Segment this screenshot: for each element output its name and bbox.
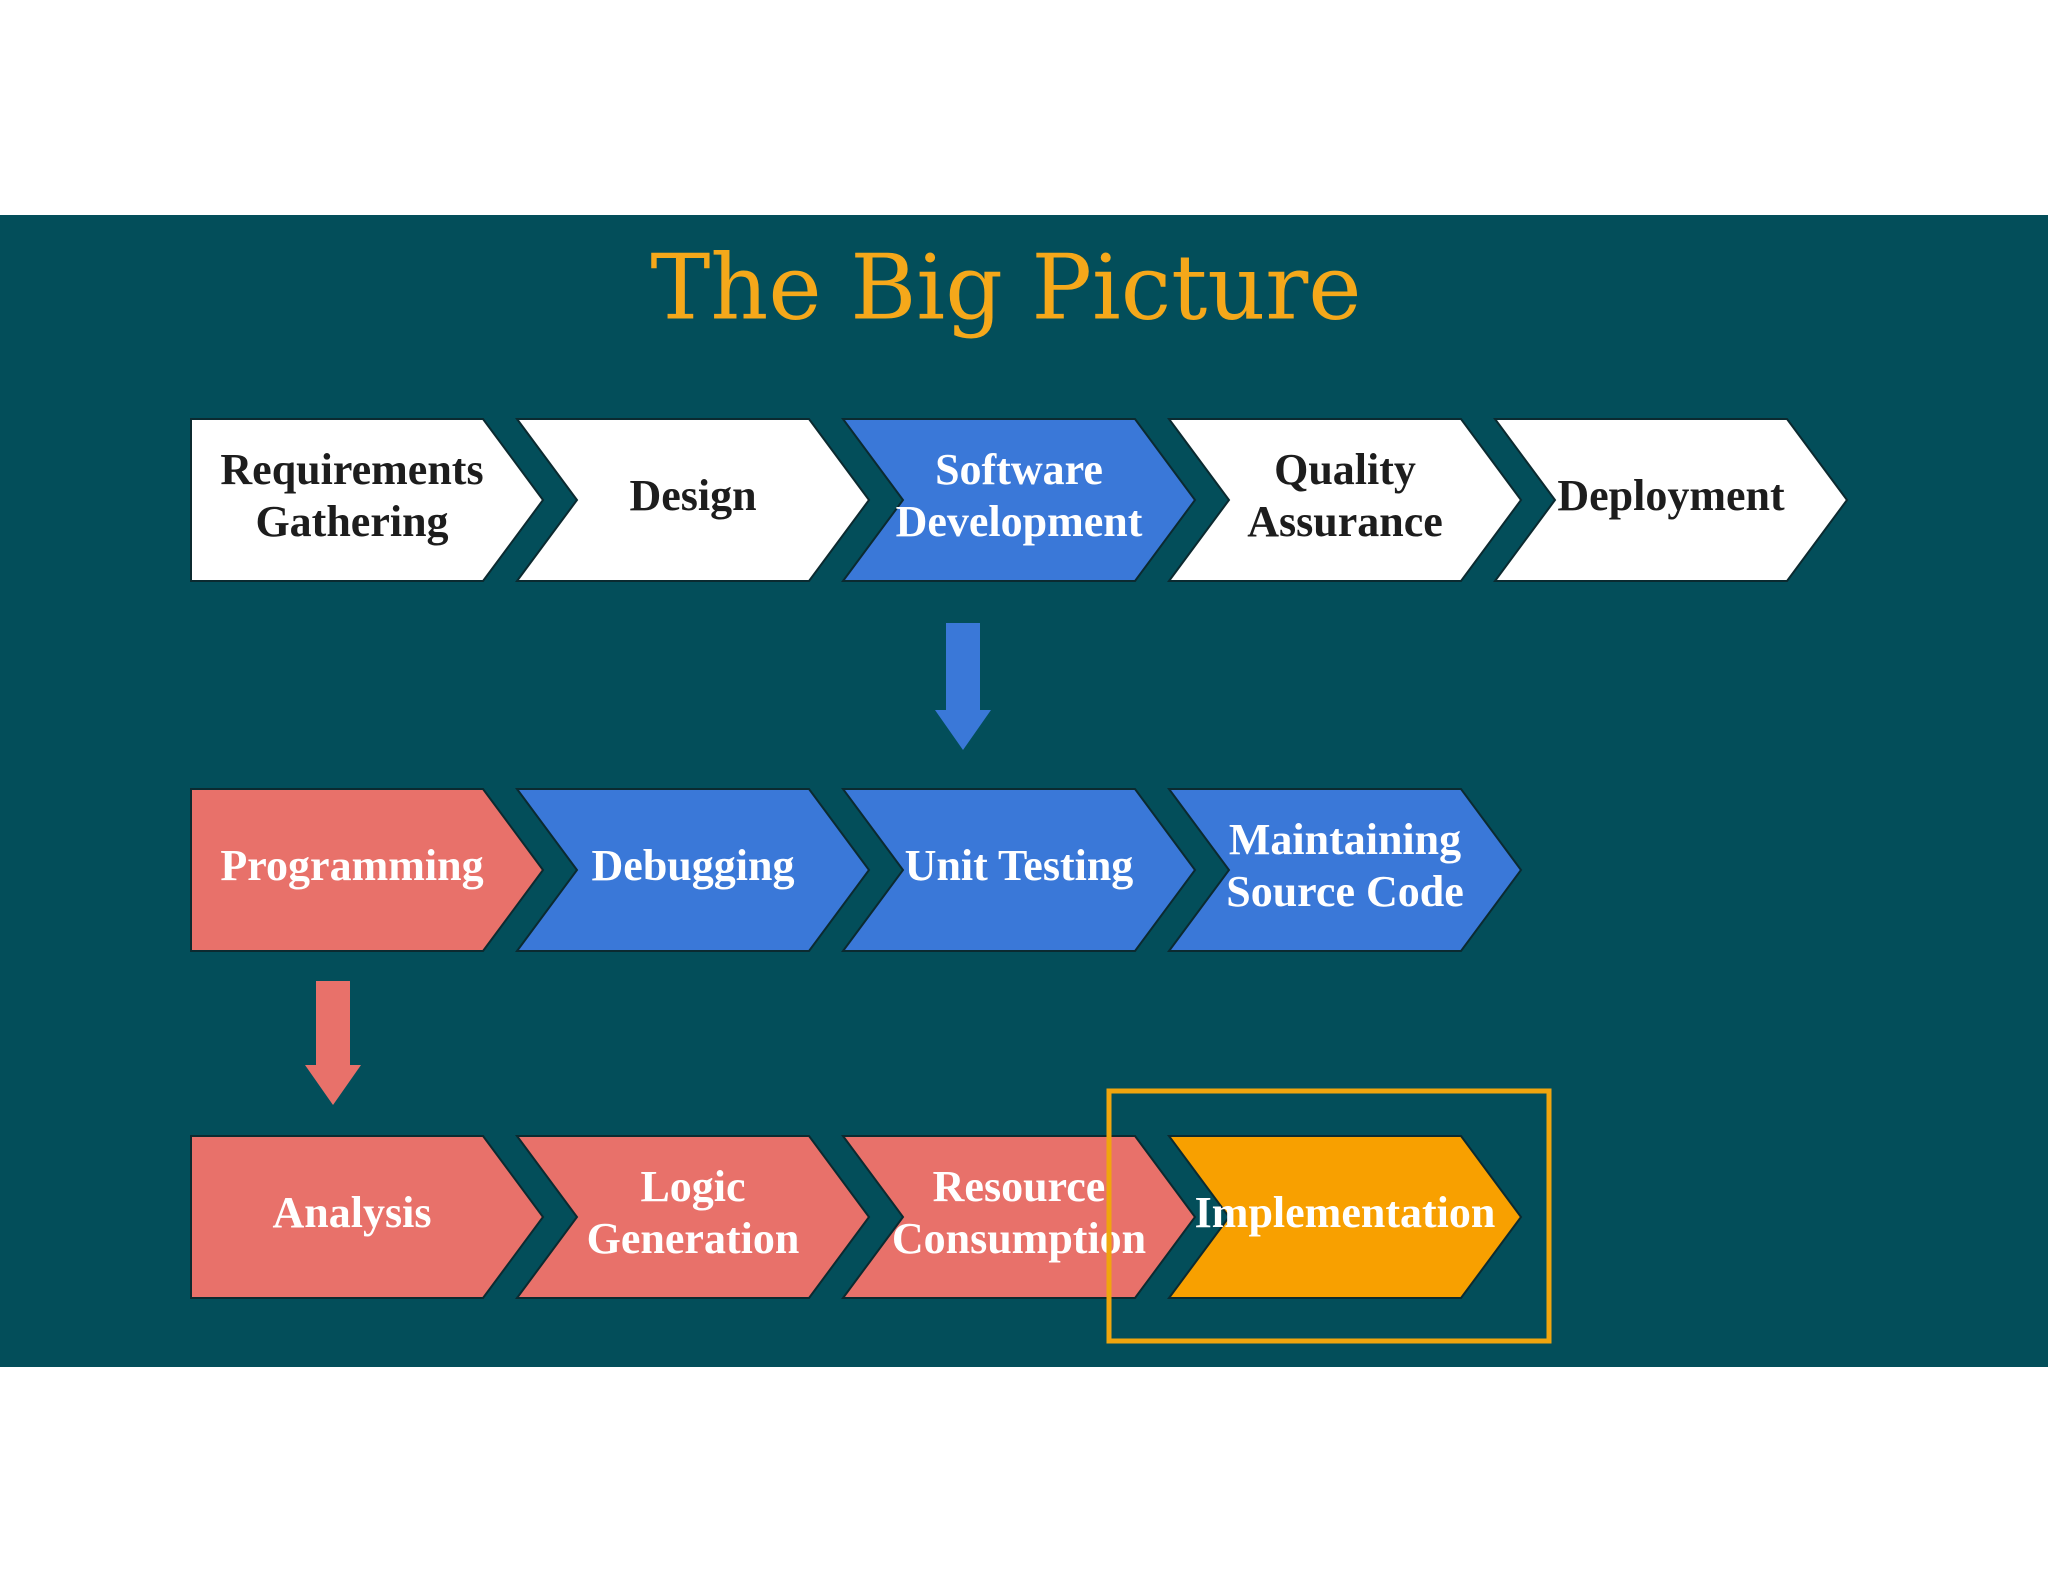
step-label: Requirements: [220, 445, 483, 494]
chevron-implementation: [1167, 1135, 1523, 1299]
step-implementation: Implementation: [1167, 1135, 1523, 1299]
step-label: Design: [629, 471, 756, 520]
chevron-deployment: [1493, 418, 1849, 582]
step-debugging: Debugging: [515, 788, 871, 952]
slide-title: The Big Picture: [650, 235, 1361, 340]
highlight-box: [1106, 1088, 1552, 1344]
step-unit-testing: Unit Testing: [841, 788, 1197, 952]
chevron-quality-assurance: [1167, 418, 1523, 582]
step-label: Source Code: [1226, 867, 1464, 916]
step-deployment: Deployment: [1493, 418, 1849, 582]
chevron-programming: [190, 788, 545, 952]
chevron-unit-testing: [841, 788, 1197, 952]
step-programming: Programming: [190, 788, 545, 952]
process-rows: DeploymentQualityAssuranceSoftwareDevelo…: [190, 418, 1849, 1299]
highlight-layer: [1106, 1088, 1552, 1344]
step-design: Design: [515, 418, 871, 582]
step-label: Assurance: [1247, 497, 1443, 546]
down-arrow-development-to-programming: [305, 981, 361, 1105]
chevron-requirements-gathering: [190, 418, 545, 582]
step-label: Logic: [640, 1162, 745, 1211]
step-label: Programming: [220, 841, 483, 890]
step-label: Maintaining: [1229, 815, 1461, 864]
step-label: Debugging: [592, 841, 795, 890]
step-label: Resource: [933, 1162, 1106, 1211]
chevron-debugging: [515, 788, 871, 952]
step-label: Quality: [1274, 445, 1416, 494]
step-label: Generation: [587, 1214, 800, 1263]
step-label: Analysis: [273, 1188, 432, 1237]
step-analysis: Analysis: [190, 1135, 545, 1299]
step-label: Consumption: [892, 1214, 1146, 1263]
chevron-software-development: [841, 418, 1197, 582]
step-label: Implementation: [1195, 1188, 1496, 1237]
step-label: Software: [935, 445, 1103, 494]
step-label: Unit Testing: [905, 841, 1134, 890]
step-label: Deployment: [1557, 471, 1785, 520]
chevron-logic-generation: [515, 1135, 871, 1299]
row-programming: ImplementationResourceConsumptionLogicGe…: [190, 1135, 1523, 1299]
row-sdlc: DeploymentQualityAssuranceSoftwareDevelo…: [190, 418, 1849, 582]
down-arrow-sdlc-to-development: [935, 623, 991, 750]
step-label: Development: [896, 497, 1143, 546]
chevron-analysis: [190, 1135, 545, 1299]
chevron-design: [515, 418, 871, 582]
down-arrows: [305, 623, 991, 1105]
step-label: Gathering: [255, 497, 448, 546]
big-picture-diagram: The Big Picture Deployment QualityAssuran…: [190, 235, 1849, 1344]
chevron-maintaining-source-code: [1167, 788, 1523, 952]
